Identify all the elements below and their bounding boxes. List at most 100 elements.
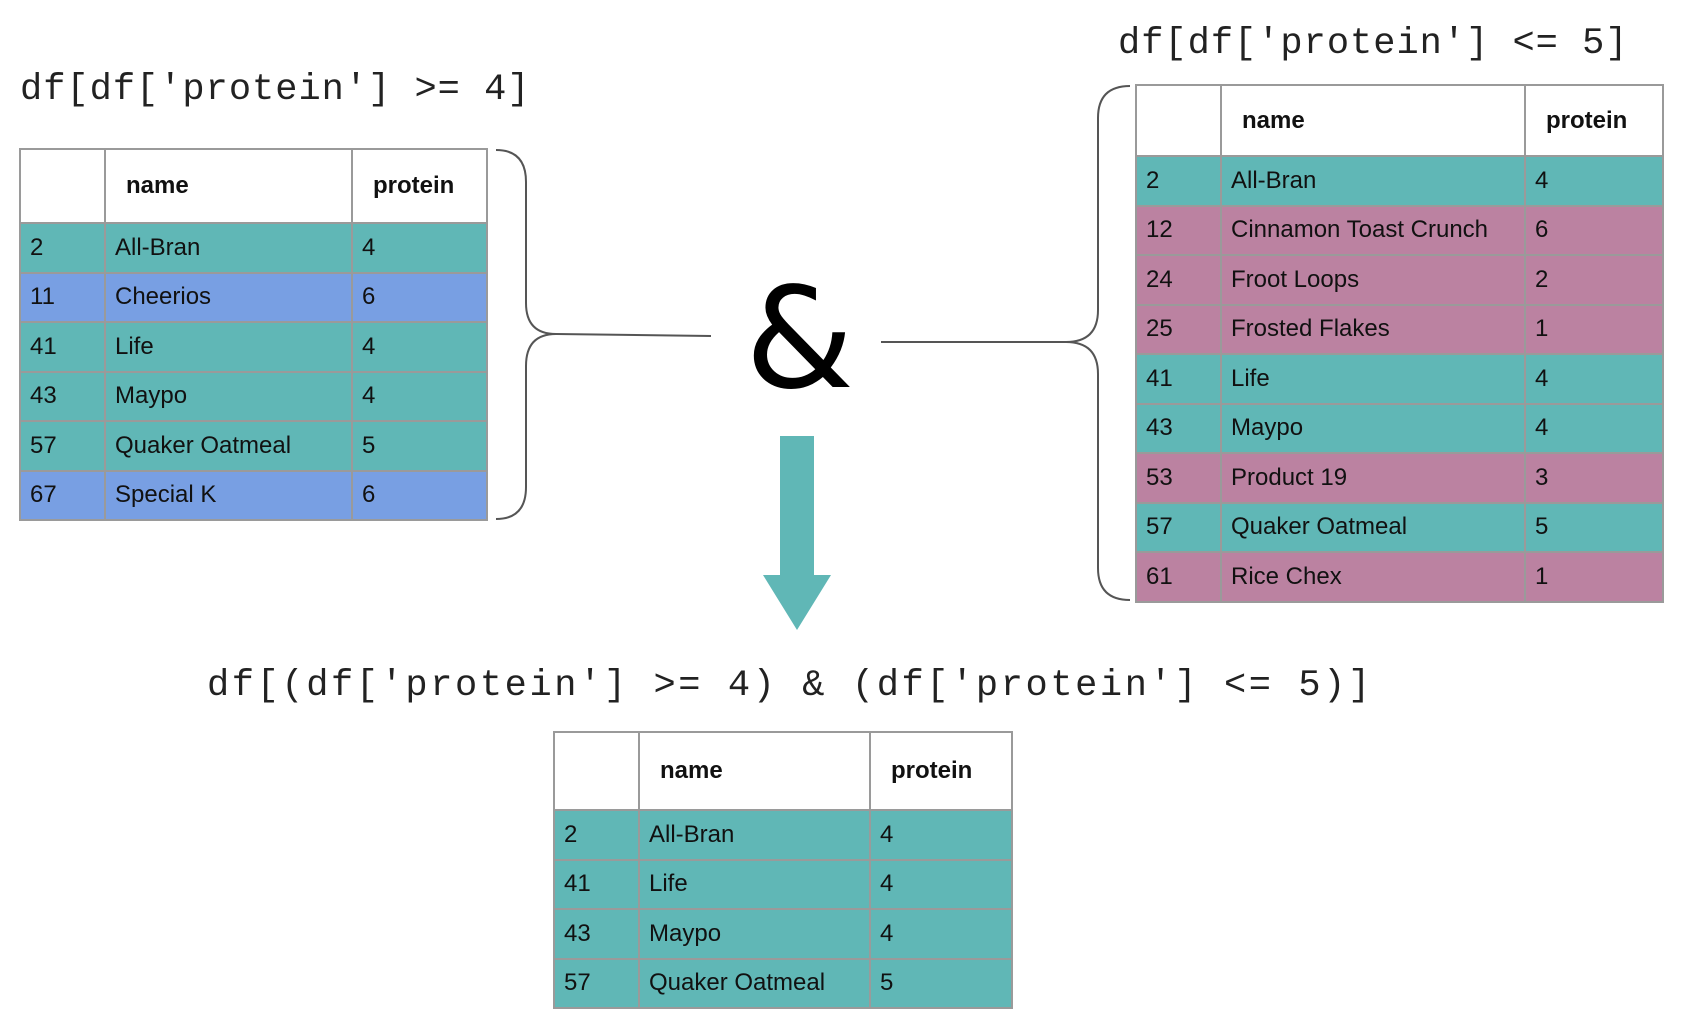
- protein-cell: 6: [351, 271, 488, 323]
- name-cell: Cheerios: [104, 271, 353, 323]
- protein-cell: 6: [1524, 204, 1664, 256]
- index-header: [553, 731, 640, 811]
- and-operator: &: [745, 258, 855, 421]
- index-cell: 12: [1135, 204, 1222, 256]
- index-cell: 57: [553, 957, 640, 1009]
- index-cell: 41: [1135, 353, 1222, 405]
- protein-cell: 5: [351, 420, 488, 472]
- left-connector-line: [555, 333, 712, 337]
- protein-cell: 4: [351, 370, 488, 422]
- protein-cell: 4: [351, 222, 488, 274]
- protein-cell: 4: [869, 809, 1013, 861]
- index-cell: 2: [1135, 155, 1222, 207]
- name-cell: Cinnamon Toast Crunch: [1220, 204, 1526, 256]
- name-cell: Maypo: [638, 908, 871, 960]
- protein-cell: 5: [1524, 501, 1664, 553]
- protein-cell: 4: [1524, 402, 1664, 454]
- left-brace: [495, 149, 557, 520]
- index-header: [19, 148, 106, 224]
- name-header: name: [1220, 84, 1526, 157]
- table-header-row: name protein: [553, 731, 1013, 811]
- right-brace: [1065, 85, 1131, 601]
- index-cell: 43: [553, 908, 640, 960]
- name-cell: Froot Loops: [1220, 254, 1526, 306]
- name-cell: Life: [638, 858, 871, 910]
- name-cell: Life: [1220, 353, 1526, 405]
- protein-cell: 4: [1524, 353, 1664, 405]
- name-cell: All-Bran: [638, 809, 871, 861]
- protein-cell: 6: [351, 469, 488, 521]
- name-cell: Product 19: [1220, 452, 1526, 504]
- protein-header: protein: [869, 731, 1013, 811]
- protein-header: protein: [351, 148, 488, 224]
- index-cell: 2: [553, 809, 640, 861]
- name-header: name: [638, 731, 871, 811]
- protein-cell: 4: [351, 321, 488, 373]
- index-cell: 43: [19, 370, 106, 422]
- protein-cell: 3: [1524, 452, 1664, 504]
- index-cell: 57: [19, 420, 106, 472]
- index-cell: 67: [19, 469, 106, 521]
- index-header: [1135, 84, 1222, 157]
- name-cell: All-Bran: [1220, 155, 1526, 207]
- index-cell: 25: [1135, 303, 1222, 355]
- index-cell: 61: [1135, 551, 1222, 603]
- name-header: name: [104, 148, 353, 224]
- protein-cell: 4: [869, 908, 1013, 960]
- down-arrow-icon: [763, 436, 831, 630]
- index-cell: 43: [1135, 402, 1222, 454]
- protein-header: protein: [1524, 84, 1664, 157]
- index-cell: 11: [19, 271, 106, 323]
- table-header-row: name protein: [19, 148, 488, 224]
- protein-cell: 5: [869, 957, 1013, 1009]
- filter-expression-left: df[df['protein'] >= 4]: [20, 69, 531, 111]
- protein-cell: 4: [1524, 155, 1664, 207]
- protein-cell: 4: [869, 858, 1013, 910]
- name-cell: Special K: [104, 469, 353, 521]
- index-cell: 57: [1135, 501, 1222, 553]
- name-cell: All-Bran: [104, 222, 353, 274]
- name-cell: Rice Chex: [1220, 551, 1526, 603]
- name-cell: Quaker Oatmeal: [104, 420, 353, 472]
- name-cell: Maypo: [1220, 402, 1526, 454]
- filter-expression-right: df[df['protein'] <= 5]: [1118, 23, 1629, 65]
- index-cell: 53: [1135, 452, 1222, 504]
- name-cell: Quaker Oatmeal: [1220, 501, 1526, 553]
- name-cell: Frosted Flakes: [1220, 303, 1526, 355]
- name-cell: Life: [104, 321, 353, 373]
- name-cell: Maypo: [104, 370, 353, 422]
- index-cell: 41: [19, 321, 106, 373]
- index-cell: 2: [19, 222, 106, 274]
- filter-expression-combined: df[(df['protein'] >= 4) & (df['protein']…: [207, 665, 1373, 707]
- name-cell: Quaker Oatmeal: [638, 957, 871, 1009]
- protein-cell: 2: [1524, 254, 1664, 306]
- table-header-row: name protein: [1135, 84, 1664, 157]
- protein-cell: 1: [1524, 303, 1664, 355]
- protein-cell: 1: [1524, 551, 1664, 603]
- index-cell: 24: [1135, 254, 1222, 306]
- index-cell: 41: [553, 858, 640, 910]
